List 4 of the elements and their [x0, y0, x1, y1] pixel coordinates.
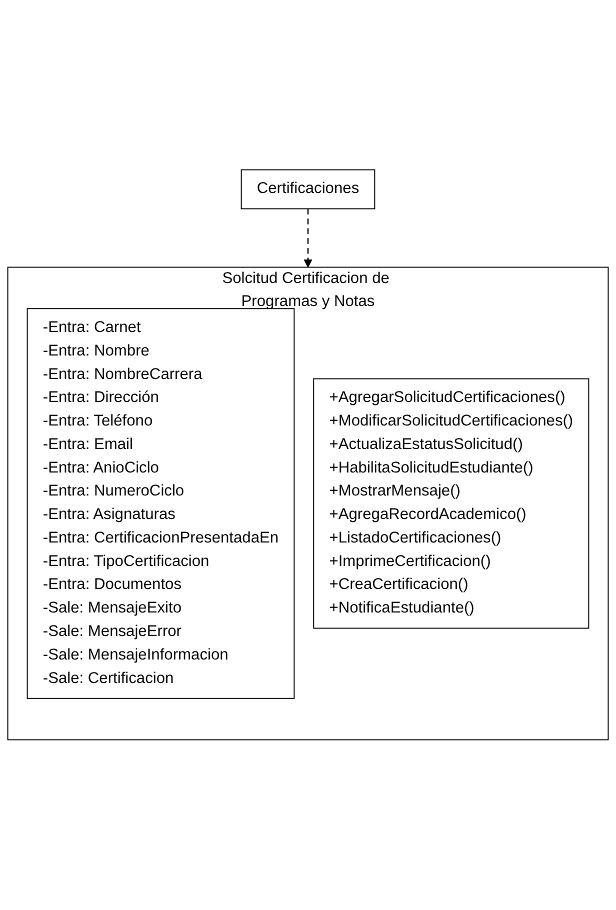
node-box: +AgregarSolicitudCertificaciones() +ModificarSolicitudCertificaciones() +ActualizaEstatusSolicitud() +HabilitaSolicitudEstudiante() +MostrarMensaje() +AgregaRecordAcademico() +ListadoCertificaciones() +ImprimeCertificacion() +CreaCertificacion() +NotificaEstudiante() [313, 378, 590, 629]
arrow [304, 208, 312, 268]
node-box: -Entra: Carnet -Entra: Nombre -Entra: NombreCarrera -Entra: Dirección -Entra: Teléfono -Entra: Email -Entra: AnioCiclo -Entra: NumeroCiclo -Entra: Asignaturas -Entra: CertificacionPresentadaEn -Entra: TipoCertificacion -Entra: Documentos -Sale: MensajeExito -Sale: MensajeError -Sale: MensajeInformacion -Sale: Certificacion [26, 308, 295, 700]
node-box: Certificaciones [240, 170, 376, 210]
